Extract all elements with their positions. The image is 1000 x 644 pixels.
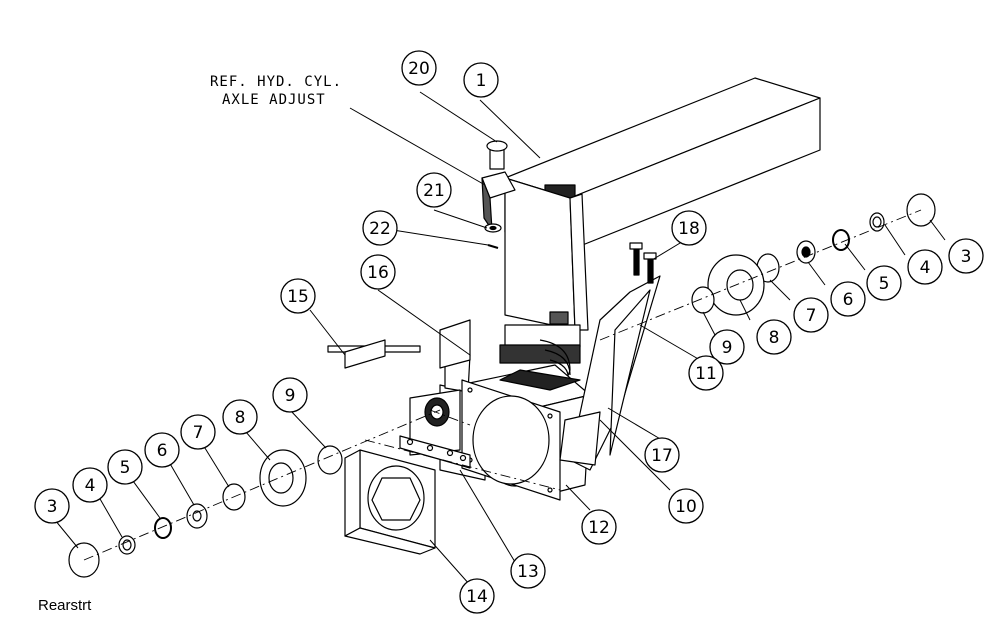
callout-balloon-5 [107, 449, 143, 485]
callout-balloon-4 [72, 467, 108, 503]
spindle [409, 389, 461, 456]
vertical-post [499, 177, 589, 389]
callout-number-9: 9 [285, 386, 296, 406]
center-lines [83, 209, 922, 561]
callout-number-12: 12 [588, 518, 610, 538]
callout-balloon-13 [510, 553, 546, 589]
callout-number-11: 11 [695, 364, 717, 384]
callout-number-7: 7 [193, 423, 204, 443]
mount-bracket-14 [344, 449, 436, 555]
callout-balloon-6 [144, 432, 180, 468]
callout-number-4: 4 [920, 258, 931, 278]
callout-balloon-6 [830, 281, 866, 317]
callout-balloon-9 [272, 377, 308, 413]
callout-balloon-21 [416, 172, 452, 208]
callout-number-22: 22 [369, 219, 391, 239]
ref-note-line2: AXLE ADJUST [222, 92, 326, 108]
callout-balloon-12 [581, 509, 617, 545]
callout-balloon-15 [280, 278, 316, 314]
callout-number-3: 3 [961, 247, 972, 267]
callout-number-3: 3 [47, 497, 58, 517]
callout-balloon-8 [756, 319, 792, 355]
reference-note: REF. HYD. CYL. AXLE ADJUST [210, 74, 342, 108]
callout-number-15: 15 [287, 287, 309, 307]
callout-balloon-4 [907, 249, 943, 285]
callout-number-4: 4 [85, 476, 96, 496]
callout-number-10: 10 [675, 497, 697, 517]
callout-number-8: 8 [769, 328, 780, 348]
callout-balloon-3 [948, 238, 984, 274]
callout-balloon-11 [688, 355, 724, 391]
callout-number-21: 21 [423, 181, 445, 201]
callout-balloon-20 [401, 50, 437, 86]
callout-number-16: 16 [367, 263, 389, 283]
callout-number-7: 7 [806, 306, 817, 326]
callout-number-5: 5 [120, 458, 131, 478]
spacer-bar-13 [399, 435, 471, 469]
callout-number-18: 18 [678, 219, 700, 239]
callout-balloon-7 [793, 297, 829, 333]
callout-number-17: 17 [651, 446, 673, 466]
callout-number-13: 13 [517, 562, 539, 582]
callout-number-20: 20 [408, 59, 430, 79]
callout-balloon-9 [709, 329, 745, 365]
callout-balloon-1 [463, 62, 499, 98]
housing-plate [461, 379, 561, 501]
leader-lines [54, 91, 946, 586]
callout-balloon-18 [671, 210, 707, 246]
callout-balloon-14 [459, 578, 495, 614]
link-arm-15 [327, 339, 421, 369]
figure-caption: Rearstrt [38, 597, 92, 614]
callout-balloon-17 [644, 437, 680, 473]
callout-number-6: 6 [843, 290, 854, 310]
callout-balloon-7 [180, 414, 216, 450]
callout-balloon-8 [222, 399, 258, 435]
callout-number-14: 14 [466, 587, 488, 607]
callout-balloon-10 [668, 488, 704, 524]
callout-number-6: 6 [157, 441, 168, 461]
callout-balloon-5 [866, 265, 902, 301]
callout-balloon-22 [362, 210, 398, 246]
top-bracket [481, 140, 516, 249]
ref-note-line1: REF. HYD. CYL. [210, 74, 342, 90]
callout-balloon-3 [34, 488, 70, 524]
right-hub-assembly [691, 193, 936, 316]
callout-number-8: 8 [235, 408, 246, 428]
callout-number-5: 5 [879, 274, 890, 294]
callout-balloon-16 [360, 254, 396, 290]
callout-number-1: 1 [476, 71, 487, 91]
callout-number-9: 9 [722, 338, 733, 358]
